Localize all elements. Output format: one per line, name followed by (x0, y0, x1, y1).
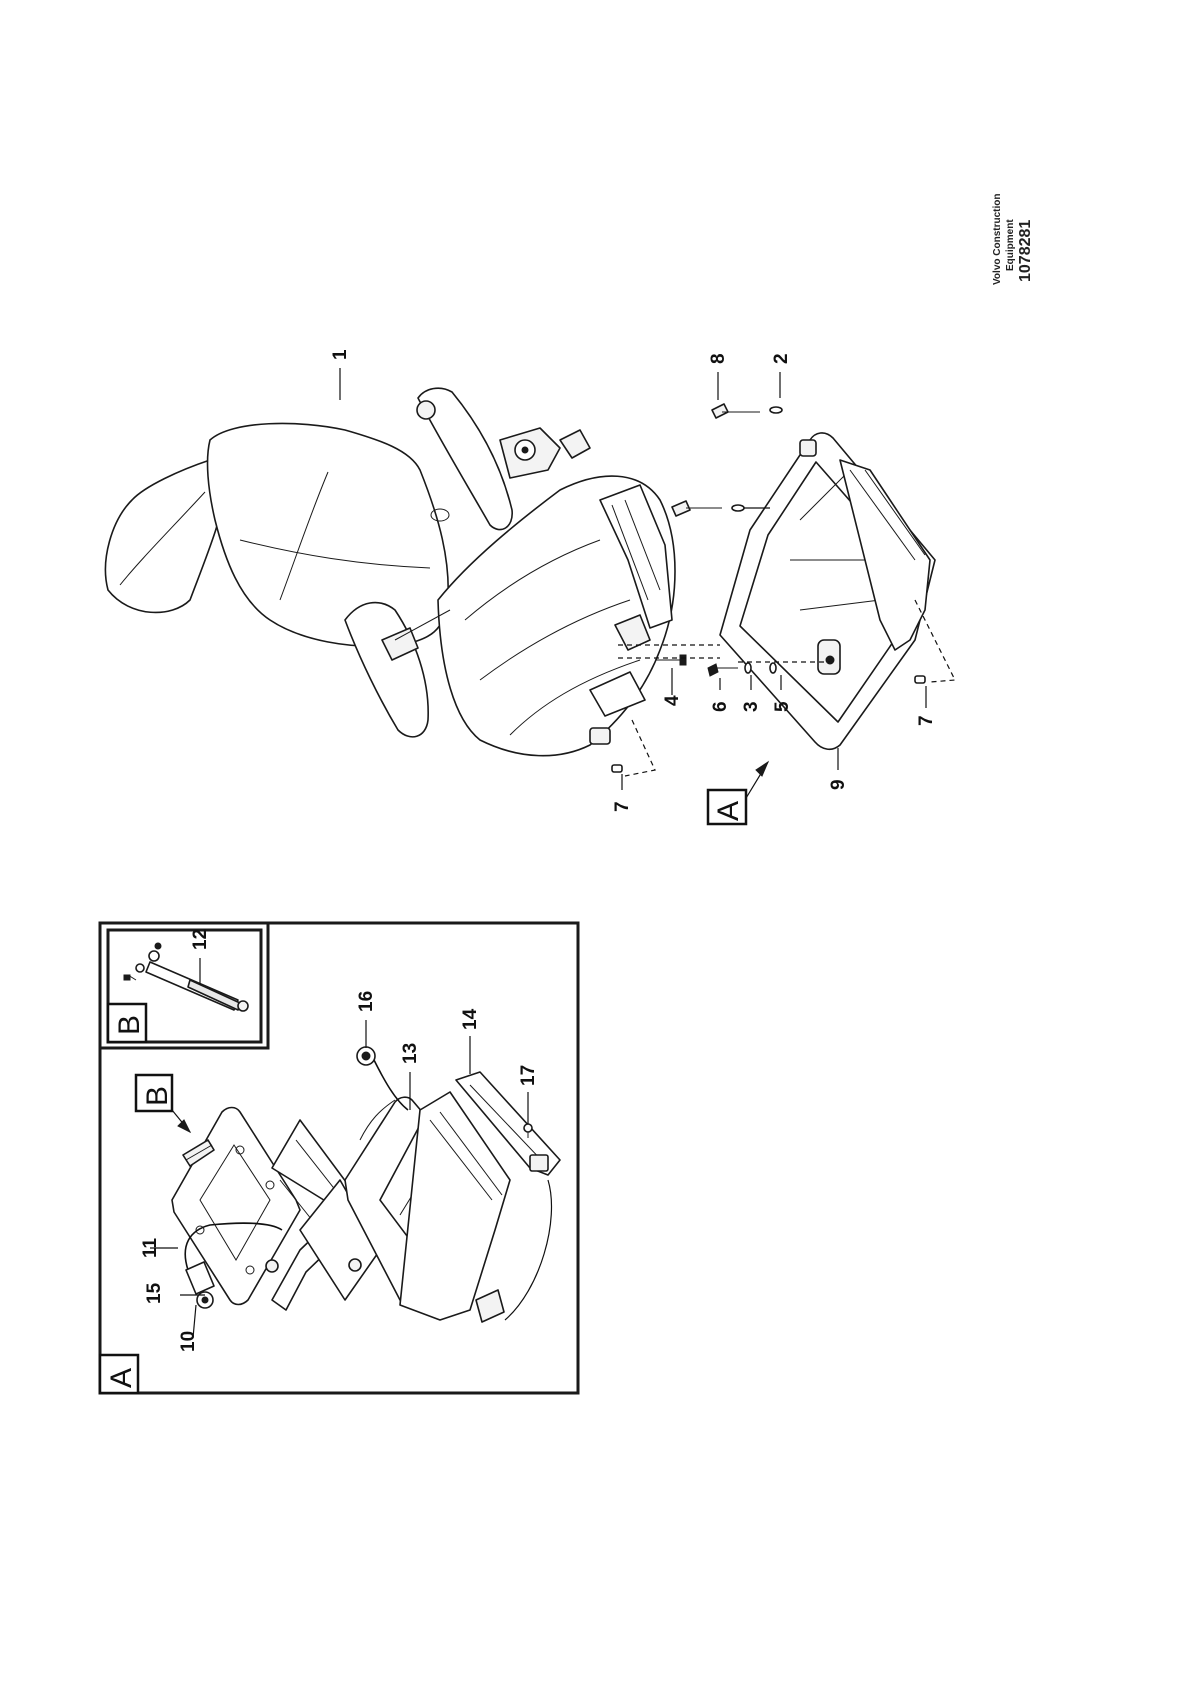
callout-11: 11 (140, 1237, 161, 1258)
drawing-number: 1078281 (1017, 220, 1034, 282)
callout-10: 10 (178, 1331, 199, 1352)
top-plate (171, 1106, 301, 1306)
detail-b-label: B (113, 1015, 146, 1035)
callout-7-lower: 7 (916, 715, 937, 726)
screw-7-lower (914, 675, 926, 684)
callout-6: 6 (710, 701, 731, 712)
screw-7-main (611, 764, 623, 773)
callout-4: 4 (662, 695, 683, 706)
detail-a-box: A (98, 1353, 140, 1395)
callout-13: 13 (400, 1043, 421, 1064)
cable-connector (356, 1046, 409, 1111)
base-frame (399, 1091, 511, 1323)
brand-line2: Equipment (1005, 219, 1016, 271)
detail-a-b-callout: B (134, 1073, 192, 1134)
callout-16: 16 (356, 991, 377, 1012)
callout-9: 9 (828, 779, 849, 790)
brand-line1: Volvo Construction (992, 194, 1003, 285)
callout-2: 2 (771, 353, 792, 364)
bolt-8 (711, 403, 760, 419)
scissor-frame (265, 1119, 381, 1311)
washer-5 (769, 662, 777, 674)
callout-3: 3 (741, 701, 762, 712)
bolt-6 (707, 663, 738, 677)
callout-1: 1 (330, 349, 351, 360)
connection-line (624, 719, 656, 777)
callout-14: 14 (460, 1008, 481, 1030)
callout-7-main: 7 (612, 801, 633, 812)
callout-17: 17 (518, 1065, 539, 1086)
washer-2 (769, 406, 783, 414)
view-a-callout: A (706, 788, 748, 826)
detail-a-label: A (105, 1368, 138, 1388)
callout-12: 12 (190, 929, 211, 950)
bolt-upper (671, 500, 770, 517)
callout-5: 5 (772, 701, 793, 712)
callout-15: 15 (144, 1282, 165, 1304)
callout-8: 8 (708, 353, 729, 364)
detail-frame (98, 921, 580, 1395)
detail-b-box: B (106, 1002, 148, 1044)
brand-block: Volvo Construction Equipment 1078281 (992, 194, 1034, 285)
detail-a-b-label: B (141, 1086, 174, 1106)
washer-3 (744, 662, 752, 674)
view-a-label: A (712, 801, 745, 821)
connection-line (914, 599, 956, 683)
air-hose (184, 1222, 283, 1309)
seat-assembly (104, 387, 687, 757)
gas-spring (123, 942, 249, 1012)
slide-rail (455, 1071, 561, 1321)
